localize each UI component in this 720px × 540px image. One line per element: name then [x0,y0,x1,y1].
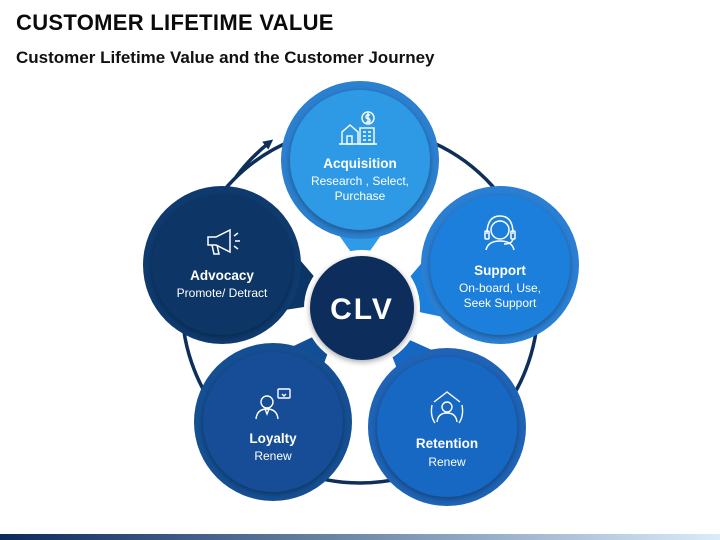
loyal-customer-icon [255,388,291,420]
acquisition-desc-line-2: Purchase [335,189,386,203]
stage-advocacy: Advocacy Promote/ Detract [143,186,336,344]
acquisition-desc-line-1: Research , Select, [311,174,409,188]
cycle-arrow [234,139,274,179]
acquisition-bubble [290,90,430,230]
stage-support: Support On-board, Use, Seek Support [386,186,579,344]
support-desc-line-2: Seek Support [464,296,537,310]
house-building-dollar-icon [339,111,377,145]
support-bubble [430,195,570,335]
stage-acquisition: Acquisition Research , Select, Purchase [281,81,439,265]
advocacy-bubble [152,195,292,335]
loyalty-title: Loyalty [249,431,297,446]
retention-bubble [377,357,517,497]
support-title: Support [474,263,526,278]
bottom-gradient-bar [0,534,720,540]
acquisition-title: Acquisition [323,156,397,171]
headset-support-icon [484,215,516,251]
clv-hub-circle [310,256,414,360]
page-subtitle: Customer Lifetime Value and the Customer… [16,48,435,67]
megaphone-icon [207,228,240,255]
support-desc-line-1: On-board, Use, [459,281,541,295]
advocacy-title: Advocacy [190,268,254,283]
retention-title: Retention [416,436,478,451]
clv-label: CLV [330,293,394,326]
protected-person-icon [430,391,464,424]
stage-loyalty: Loyalty Renew [194,325,352,501]
advocacy-desc-line-1: Promote/ Detract [177,286,268,300]
loyalty-bubble [203,352,343,492]
loyalty-desc-line-1: Renew [254,449,292,463]
page-title: CUSTOMER LIFETIME VALUE [16,10,334,35]
retention-desc-line-1: Renew [428,455,466,469]
clv-hub: CLV [304,250,420,366]
